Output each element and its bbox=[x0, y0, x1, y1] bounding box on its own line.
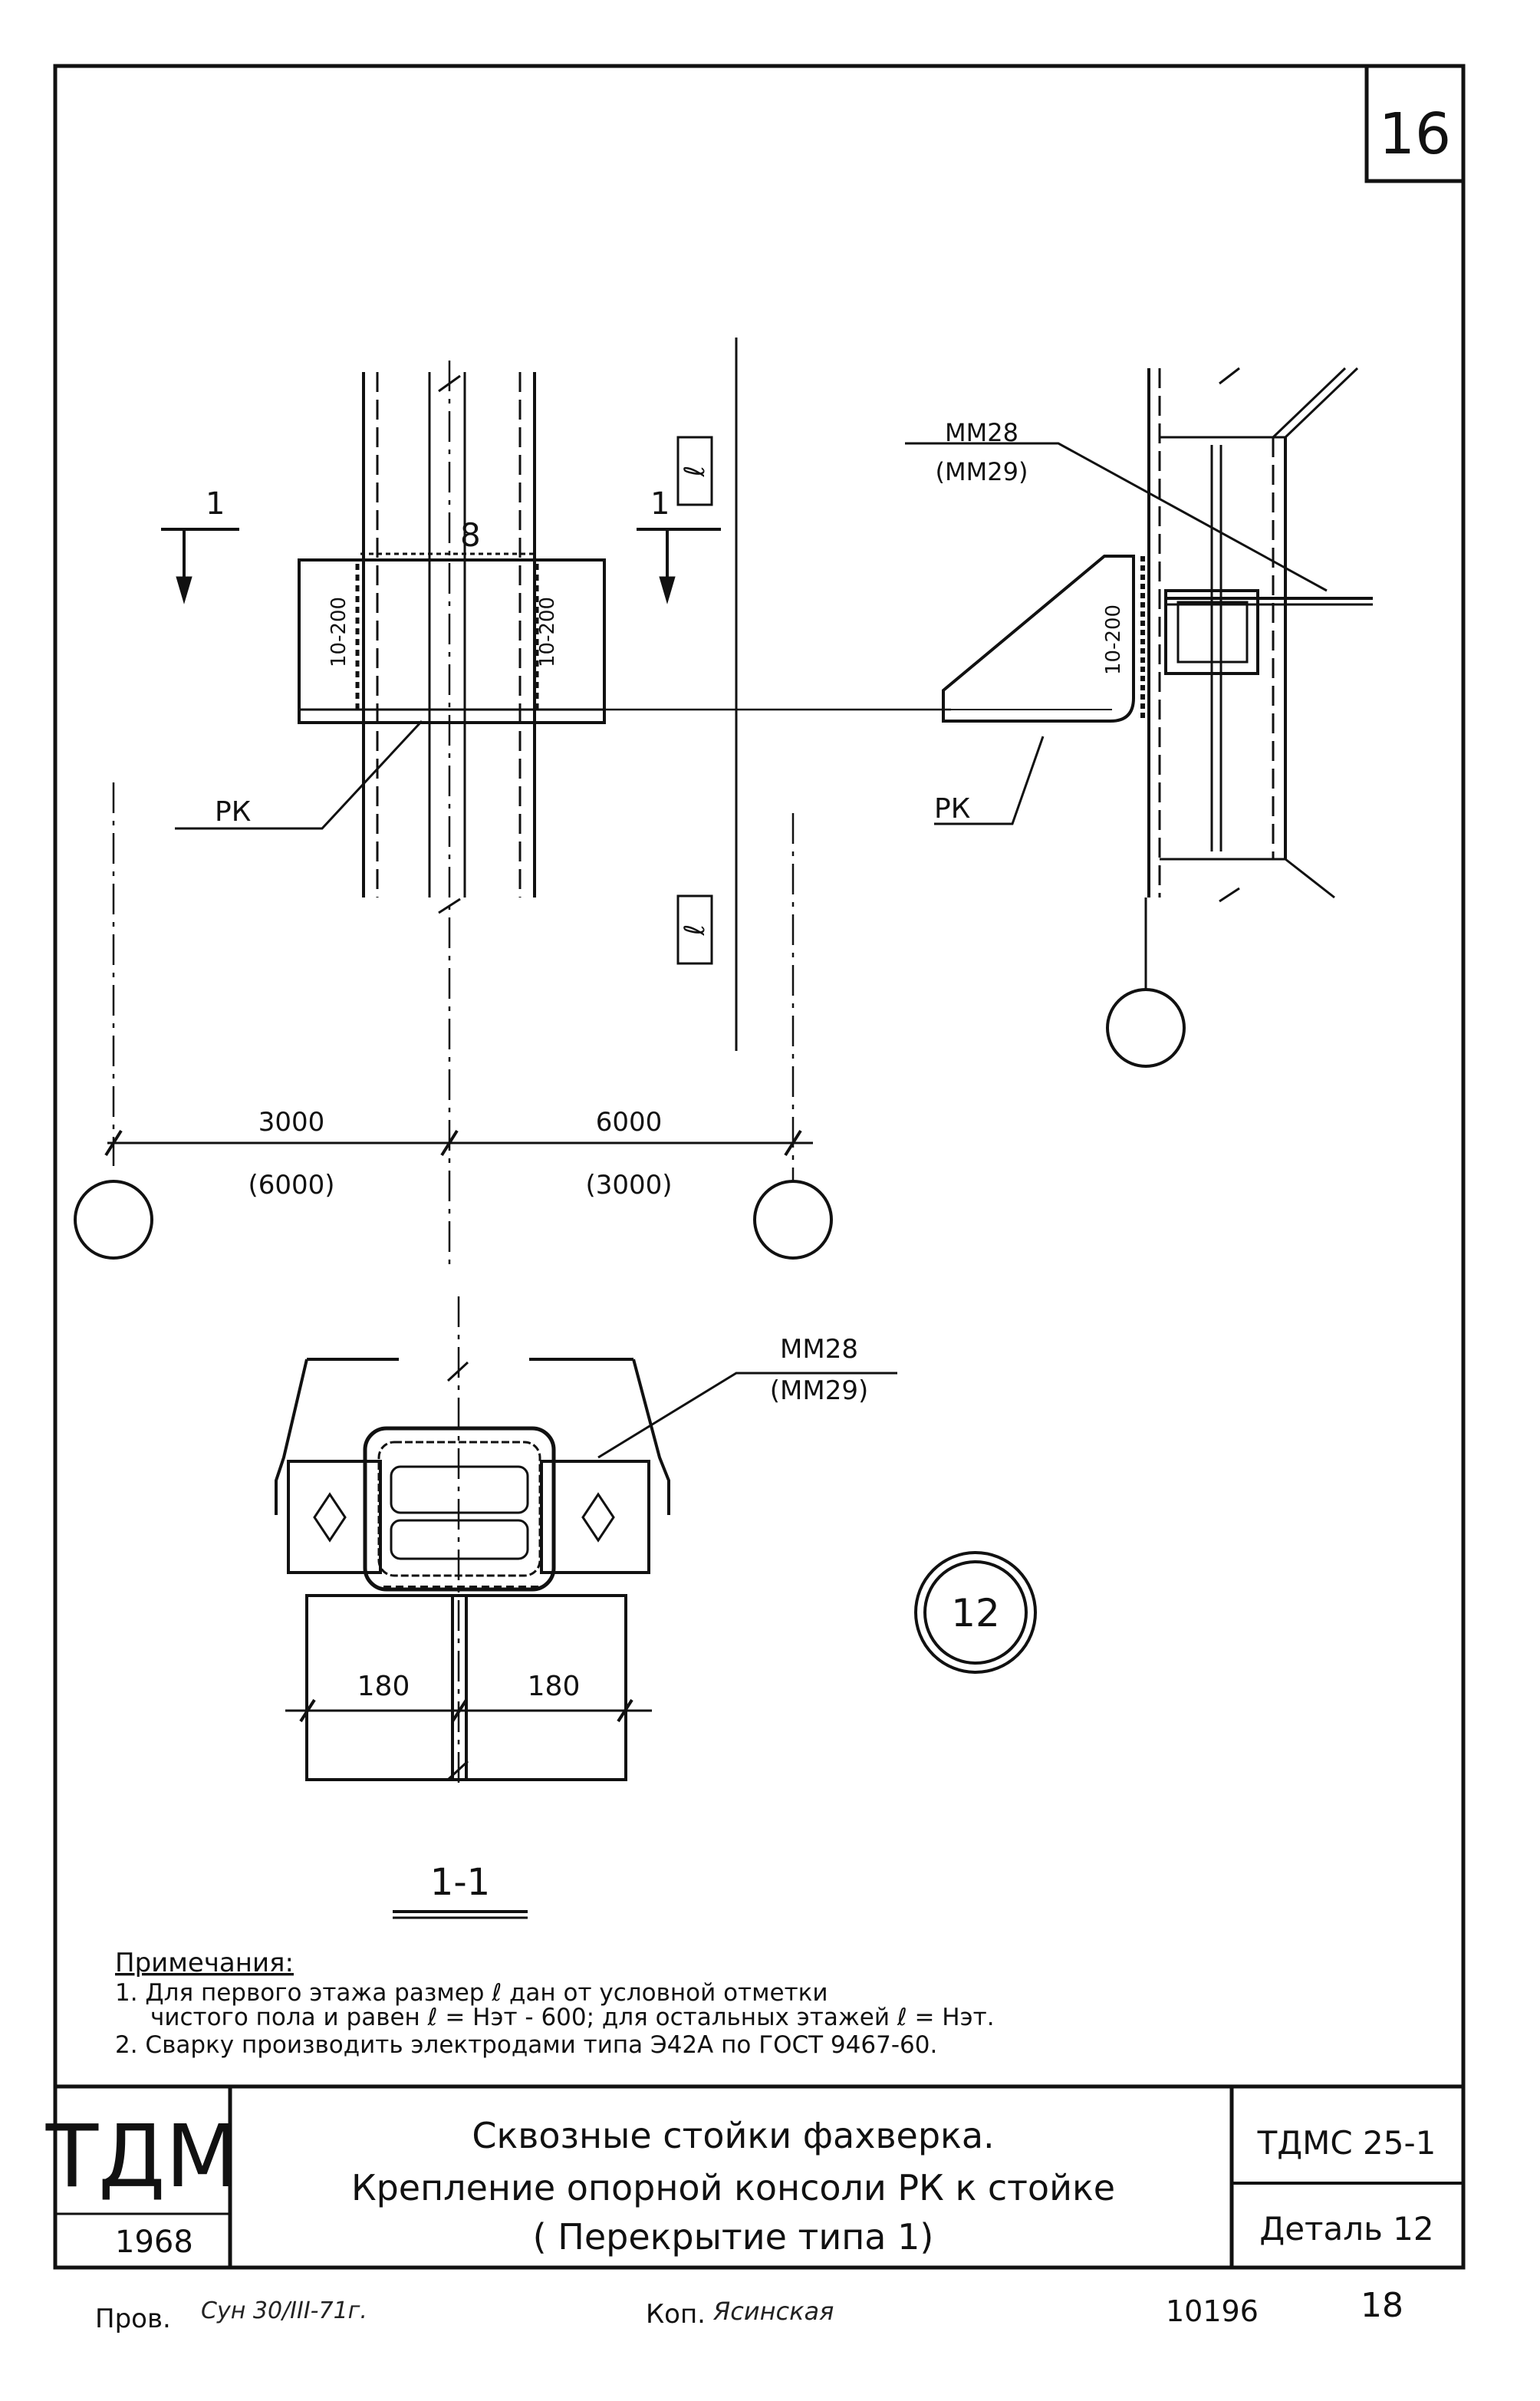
title-line-1: Сквозные стойки фахверка. bbox=[472, 2115, 994, 2156]
title-block bbox=[55, 2084, 1463, 2268]
height-mark-lower: ℓ bbox=[680, 924, 711, 937]
sheet-number-box bbox=[1364, 64, 1466, 183]
weld-label-left: 10-200 bbox=[327, 597, 350, 667]
weld-label-right: 10-200 bbox=[536, 597, 559, 667]
console-side-view bbox=[905, 367, 1373, 1068]
archive-number: 10196 bbox=[1166, 2294, 1259, 2328]
section-dim-right: 180 bbox=[528, 1671, 581, 1702]
detail-label: Деталь 12 bbox=[1259, 2210, 1433, 2248]
section-title: 1-1 bbox=[430, 1861, 490, 1904]
checked-label: Пров. bbox=[95, 2304, 171, 2334]
series-code: ТДМС 25-1 bbox=[1257, 2124, 1436, 2162]
dimension-left: 3000 bbox=[258, 1107, 325, 1138]
sheet-border bbox=[53, 64, 1466, 2270]
copied-label: Коп. bbox=[646, 2299, 706, 2330]
section-1-1 bbox=[275, 1296, 1037, 1919]
embed-label-side: ММ28 bbox=[945, 418, 1018, 447]
dimension-right-alt: (3000) bbox=[585, 1170, 672, 1200]
title-line-2: Крепление опорной консоли РК к стойке bbox=[351, 2167, 1115, 2208]
weld-label-side: 10-200 bbox=[1102, 604, 1125, 675]
section-mark-right: 1 bbox=[650, 486, 670, 522]
embed-label-section-alt: (ММ29) bbox=[770, 1375, 868, 1406]
dimension-left-alt: (6000) bbox=[248, 1170, 334, 1200]
section-dim-left: 180 bbox=[357, 1671, 410, 1702]
sheet-number: 16 bbox=[1379, 101, 1451, 167]
notes-title: Примечания: bbox=[115, 1948, 294, 1978]
dimension-right: 6000 bbox=[596, 1107, 663, 1138]
console-label-left: РК bbox=[215, 796, 251, 828]
checked-signature: Сун 30/III-71г. bbox=[201, 2297, 367, 2324]
height-mark-upper: ℓ bbox=[680, 466, 711, 478]
title-line-3: ( Перекрытие типа 1) bbox=[533, 2216, 934, 2258]
weld-size-label: 8 bbox=[460, 516, 481, 554]
note-2: 2. Сварку производить электродами типа Э… bbox=[115, 2031, 937, 2059]
column-elevation bbox=[74, 338, 951, 1266]
year: 1968 bbox=[115, 2225, 193, 2260]
note-1-line-1: 1. Для первого этажа размер ℓ дан от усл… bbox=[115, 1979, 828, 2007]
detail-number: 12 bbox=[951, 1591, 1000, 1635]
note-1-line-2: чистого пола и равен ℓ = Нэт - 600; для … bbox=[150, 2004, 995, 2031]
embed-label-section: ММ28 bbox=[780, 1334, 858, 1365]
embed-label-side-alt: (ММ29) bbox=[936, 457, 1028, 486]
copied-signature: Ясинская bbox=[712, 2297, 834, 2326]
page-number: 18 bbox=[1361, 2286, 1403, 2325]
console-label-right: РК bbox=[934, 793, 970, 825]
org-logo: ТДМ bbox=[45, 2107, 240, 2207]
section-mark-left: 1 bbox=[206, 486, 225, 522]
